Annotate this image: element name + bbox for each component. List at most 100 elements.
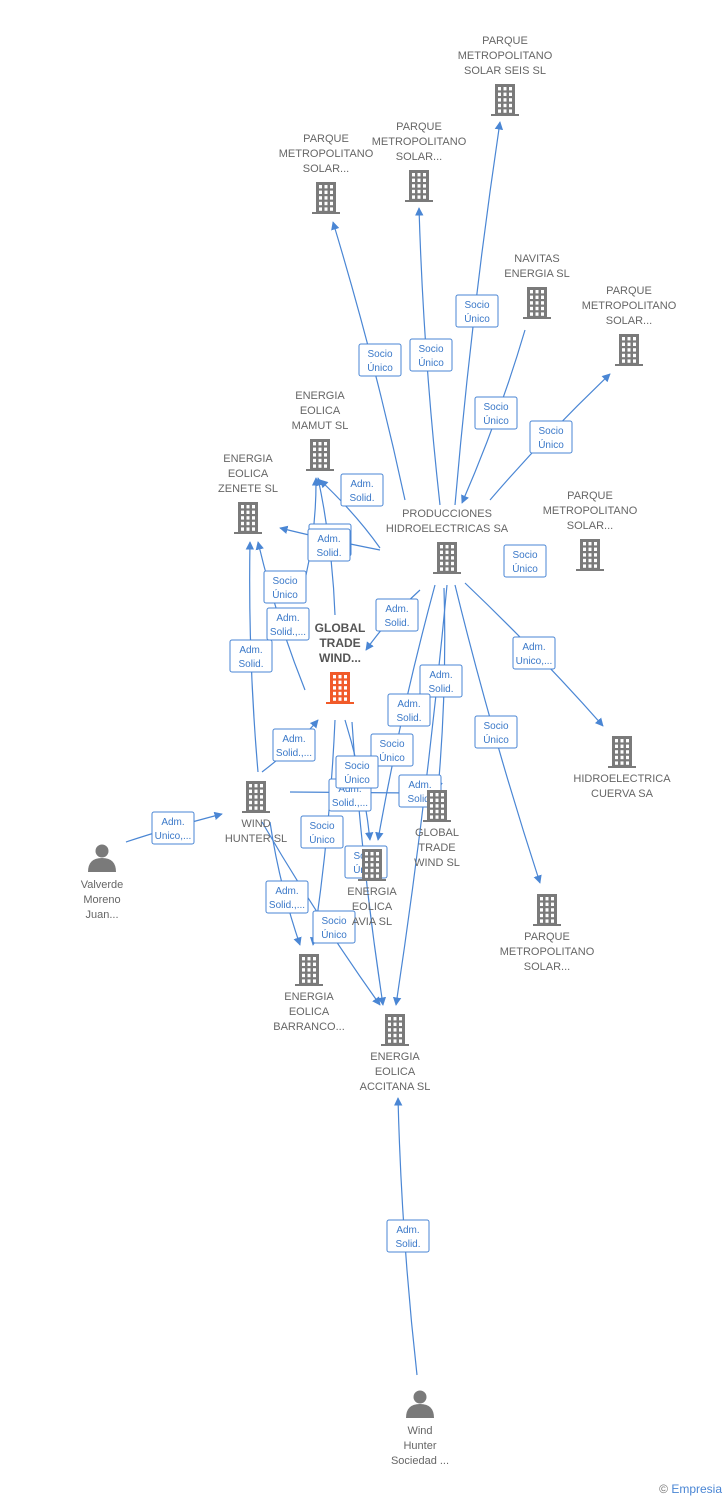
node-pm_d[interactable]: PARQUEMETROPOLITANOSOLAR... (543, 490, 638, 571)
node-label-line: HIDROELECTRICAS SA (386, 523, 509, 535)
node-label-line: PARQUE (567, 490, 613, 502)
node-label-line: Juan... (85, 909, 118, 921)
edge-label-text: Solid.,... (269, 900, 305, 911)
edge-label-text: Único (309, 833, 335, 846)
edge-label-prod-hidro[interactable]: Adm.Unico,... (512, 636, 556, 670)
node-label-line: GLOBAL (415, 827, 459, 839)
edge-label-text: Socio (379, 739, 404, 750)
node-label-line: TRADE (319, 636, 360, 650)
building-icon (306, 439, 334, 471)
building-icon (576, 539, 604, 571)
node-barranco[interactable]: ENERGIAEOLICABARRANCO... (273, 954, 345, 1033)
edge-label-text: Único (379, 751, 405, 764)
node-label-line: AVIA SL (352, 916, 392, 928)
edge-label-text: Socio (309, 821, 334, 832)
building-icon (381, 1014, 409, 1046)
edge-label-text: Solid. (238, 659, 263, 670)
edge-label-text: Solid.,... (332, 798, 368, 809)
edge-label-gtw_focus-mamut[interactable]: Adm.Solid.,... (266, 607, 310, 641)
person-icon (406, 1390, 434, 1418)
node-label-line: SOLAR... (524, 961, 570, 973)
node-pm_b[interactable]: PARQUEMETROPOLITANOSOLAR... (372, 121, 467, 202)
node-gtw_sl[interactable]: GLOBAL TRADE WIND SL (414, 790, 460, 869)
building-icon (358, 849, 386, 881)
node-label-line: SOLAR... (303, 163, 349, 175)
building-icon (433, 542, 461, 574)
edge-label-windhunter-zenete[interactable]: Adm.Solid. (229, 639, 273, 673)
node-label-line: HUNTER SL (225, 833, 287, 845)
edge-label-text: Solid. (396, 713, 421, 724)
building-icon (523, 287, 551, 319)
node-label-line: Sociedad ... (391, 1455, 449, 1467)
edge-label-gtw_sl-avia[interactable]: Adm. Solid. (387, 693, 431, 727)
node-pm_c[interactable]: PARQUEMETROPOLITANOSOLAR... (582, 285, 677, 366)
edge-label-text: Solid. (316, 548, 341, 559)
edge-label-windhunter-gtw_focus[interactable]: Adm. Solid.,... (272, 728, 316, 762)
node-label-line: TRADE (418, 842, 455, 854)
edge-label-prod-mamut[interactable]: Adm.Solid. (307, 528, 351, 562)
edge-label-text: Adm. (396, 1225, 419, 1236)
node-whsoc[interactable]: WindHunterSociedad ... (391, 1390, 449, 1468)
edge-label-text: Adm. (282, 734, 305, 745)
node-label-line: PARQUE (524, 931, 570, 943)
watermark: © Empresia (659, 1482, 722, 1496)
edge-label-text: Unico,... (516, 656, 553, 667)
building-icon (242, 781, 270, 813)
building-icon (491, 84, 519, 116)
node-label-line: METROPOLITANO (500, 946, 595, 958)
edge-label-text: Socio (538, 426, 563, 437)
edge-label-text: Solid.,... (276, 748, 312, 759)
edge-labels-layer: SocioÚnicoSocioÚnicoSocioÚnicoSocioÚnico… (151, 294, 573, 1253)
edge-label-text: Unico,... (155, 831, 192, 842)
node-label-line: METROPOLITANO (543, 505, 638, 517)
node-label-line: EOLICA (375, 1066, 416, 1078)
node-pm_e[interactable]: PARQUE METROPOLITANO SOLAR... (500, 894, 595, 973)
node-label-line: WIND SL (414, 857, 460, 869)
edge-label-prod-gtw_focus[interactable]: Adm.Solid. (375, 598, 419, 632)
node-label-line: ENERGIA (223, 453, 273, 465)
edge-label-prod-accitana[interactable]: Adm.Solid. (419, 664, 463, 698)
edge-label-text: Socio (321, 916, 346, 927)
node-pm_a[interactable]: PARQUEMETROPOLITANOSOLAR... (279, 133, 374, 214)
node-label-line: WIND... (319, 651, 361, 665)
node-label-line: WIND (241, 818, 270, 830)
node-label-line: PARQUE (303, 133, 349, 145)
edge-label-prod-mamut[interactable]: Adm.Solid. (340, 473, 384, 507)
edge-label-whsoc-accitana[interactable]: Adm.Solid. (386, 1219, 430, 1253)
edge-label-text: Único (367, 361, 393, 374)
edge-label-valverde-windhunter[interactable]: Adm.Unico,... (151, 811, 195, 845)
node-gtw_focus[interactable]: GLOBALTRADEWIND... (315, 621, 366, 704)
edge-label-windhunter-barranco[interactable]: Adm.Solid.,... (265, 880, 309, 914)
edge-label-text: Adm. (338, 784, 361, 795)
edge-line-prod-mamut (319, 479, 381, 549)
node-valverde[interactable]: ValverdeMorenoJuan... (81, 844, 124, 922)
node-windhunter[interactable]: WIND HUNTER SL (225, 781, 287, 845)
node-label-line: HIDROELECTRICA (573, 773, 671, 785)
edge-label-text: Socio (483, 721, 508, 732)
edge-label-text: Solid. (349, 493, 374, 504)
edge-label-text: Adm. (397, 699, 420, 710)
edge-label-text: Único (464, 312, 490, 325)
node-label-line: GLOBAL (315, 621, 366, 635)
